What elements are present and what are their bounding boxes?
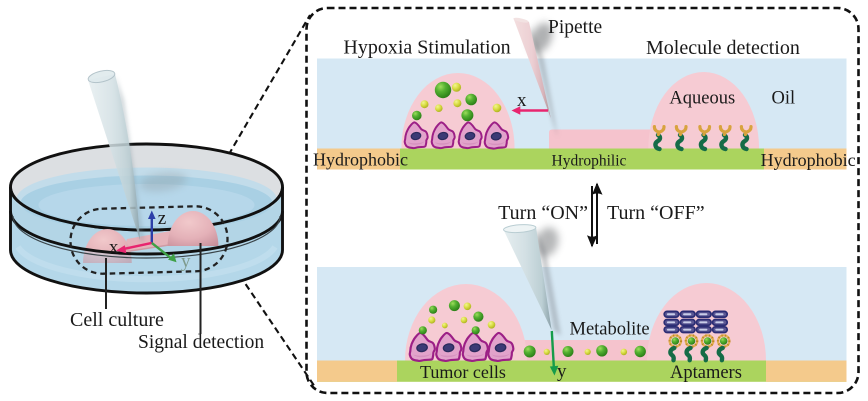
svg-text:Hypoxia Stimulation: Hypoxia Stimulation xyxy=(343,37,510,59)
svg-text:Aqueous: Aqueous xyxy=(669,88,735,108)
svg-text:Hydrophilic: Hydrophilic xyxy=(552,153,627,170)
svg-text:Hydrophobic: Hydrophobic xyxy=(761,150,856,170)
svg-text:Pipette: Pipette xyxy=(548,17,602,38)
svg-text:Signal detection: Signal detection xyxy=(138,332,264,353)
svg-text:Hydrophobic: Hydrophobic xyxy=(313,149,408,169)
svg-text:Cell culture: Cell culture xyxy=(70,309,164,331)
svg-text:Turn “OFF”: Turn “OFF” xyxy=(607,202,705,224)
svg-text:Metabolite: Metabolite xyxy=(570,320,650,340)
svg-text:z: z xyxy=(158,208,166,229)
svg-text:x: x xyxy=(517,90,527,111)
svg-text:y: y xyxy=(181,251,191,272)
svg-text:Oil: Oil xyxy=(772,88,796,108)
svg-text:y: y xyxy=(557,361,567,382)
svg-text:Molecule detection: Molecule detection xyxy=(646,37,800,59)
svg-text:x: x xyxy=(109,237,119,258)
svg-text:Turn “ON”: Turn “ON” xyxy=(498,202,588,224)
svg-text:Aptamers: Aptamers xyxy=(670,363,742,383)
svg-text:Tumor cells: Tumor cells xyxy=(420,362,506,382)
